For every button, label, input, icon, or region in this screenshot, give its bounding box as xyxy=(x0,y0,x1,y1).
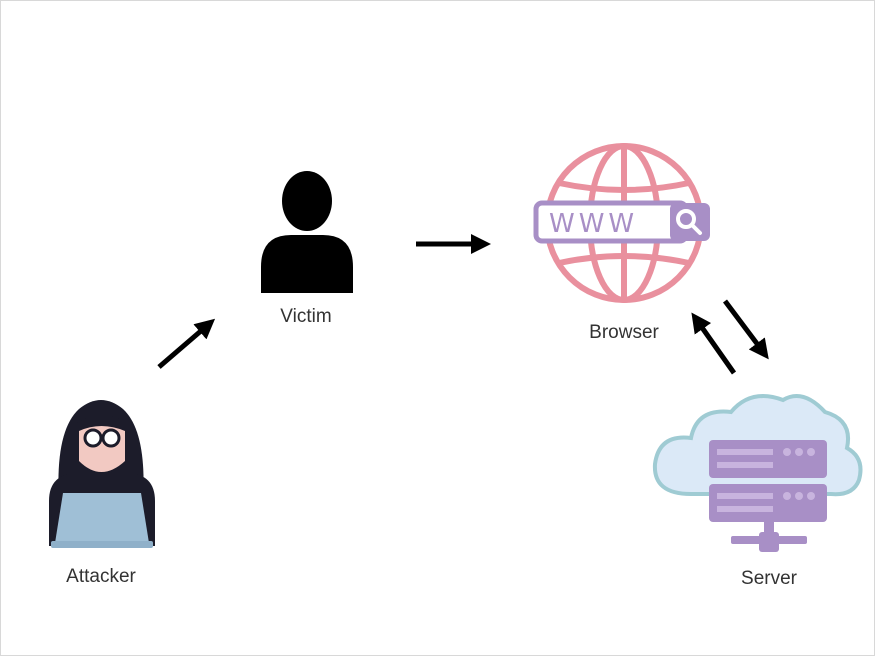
arrow-browser-to-server xyxy=(723,299,769,360)
server-label: Server xyxy=(741,568,797,589)
browser-label: Browser xyxy=(589,322,659,343)
www-text: WWW xyxy=(549,209,638,239)
arrow-attacker-to-victim xyxy=(157,318,216,369)
attacker-label: Attacker xyxy=(66,566,136,587)
victim-label: Victim xyxy=(280,306,332,327)
user-icon xyxy=(261,171,353,293)
hacker-icon xyxy=(49,400,155,548)
arrow-server-to-browser xyxy=(691,312,737,375)
cloud-server-icon xyxy=(652,394,863,552)
globe-www-icon: WWW xyxy=(533,143,710,303)
